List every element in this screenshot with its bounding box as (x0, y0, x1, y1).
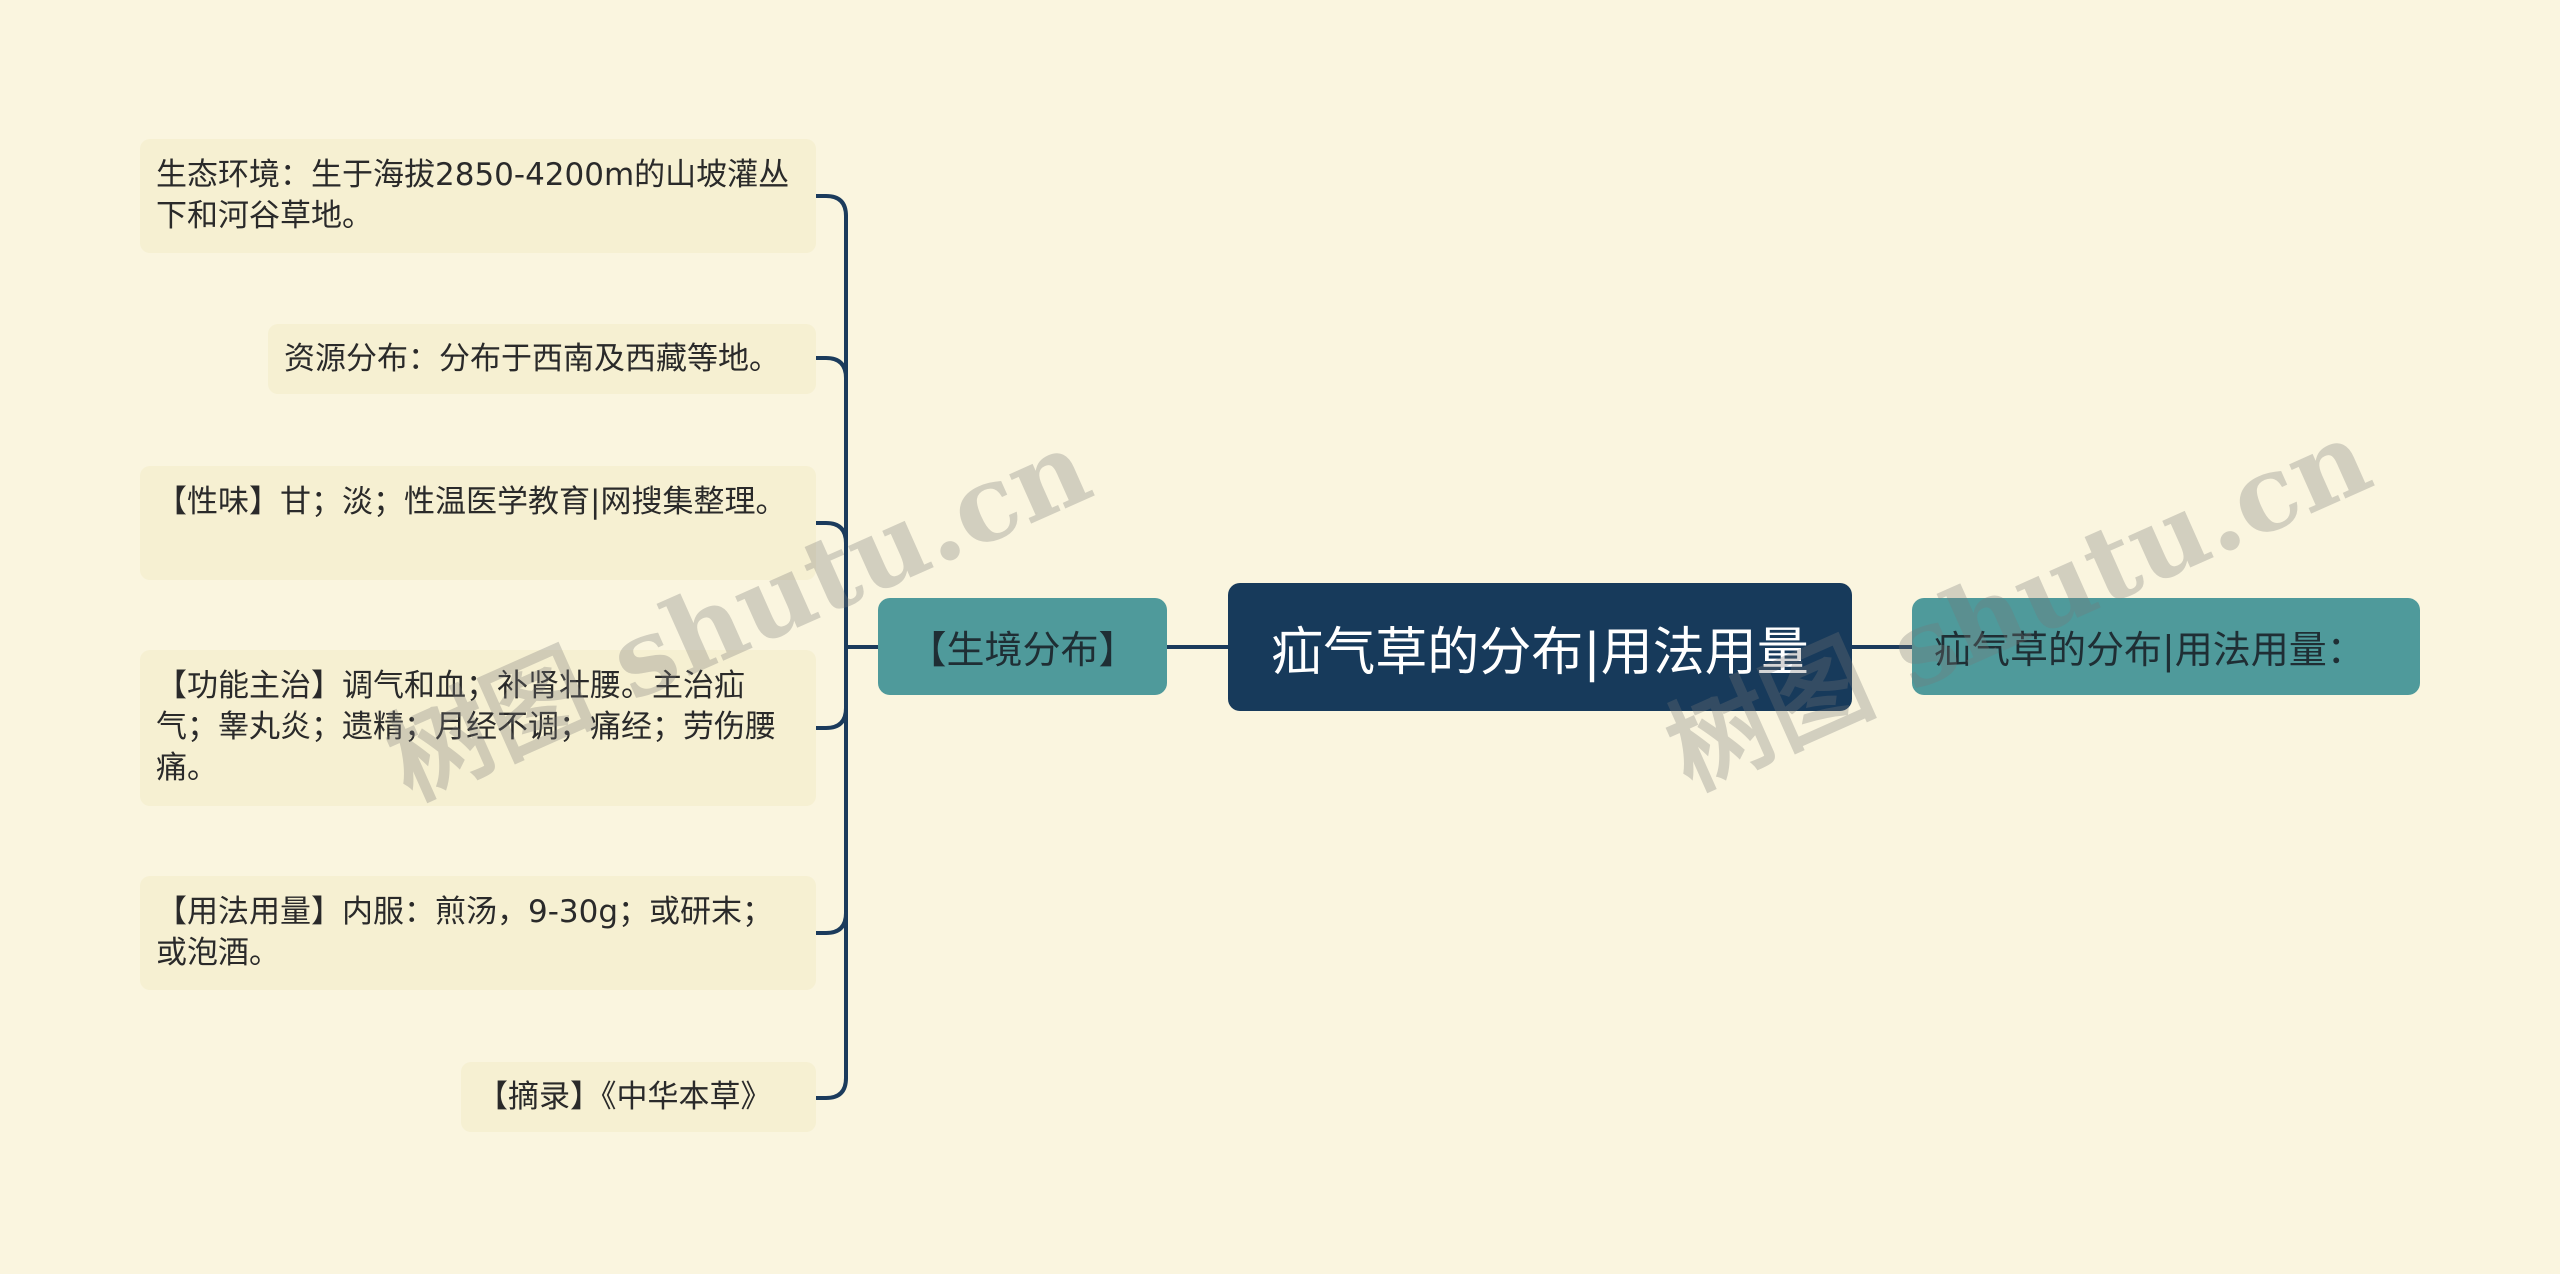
branch-label-habitat: 【生境分布】 (908, 628, 1137, 672)
leaf-text-nature: 【性味】甘；淡；性温医学教育|网搜集整理。 (156, 484, 787, 520)
leaf-node-dosage[interactable]: 【用法用量】内服：煎汤，9-30g；或研末；或泡酒。 (140, 876, 816, 990)
leaf-node-resources[interactable]: 资源分布：分布于西南及西藏等地。 (268, 324, 816, 394)
connector-leaf-4 (814, 706, 848, 730)
leaf-node-nature[interactable]: 【性味】甘；淡；性温医学教育|网搜集整理。 (140, 466, 816, 580)
root-label: 疝气草的分布|用法用量 (1271, 622, 1809, 683)
leaf-text-source: 【摘录】《中华本草》 (477, 1078, 772, 1115)
branch-node-usage[interactable]: 疝气草的分布|用法用量： (1912, 598, 2420, 695)
leaf-node-source[interactable]: 【摘录】《中华本草》 (461, 1062, 816, 1132)
connector-leaf-3 (814, 521, 848, 545)
connector-leaf-6 (814, 1076, 848, 1100)
leaf-node-ecology[interactable]: 生态环境：生于海拔2850-4200m的山坡灌丛下和河谷草地。 (140, 139, 816, 253)
connector-leaf-2 (814, 356, 848, 380)
root-node[interactable]: 疝气草的分布|用法用量 (1228, 583, 1852, 711)
leaf-text-ecology: 生态环境：生于海拔2850-4200m的山坡灌丛下和河谷草地。 (156, 157, 790, 234)
leaf-text-dosage: 【用法用量】内服：煎汤，9-30g；或研末；或泡酒。 (156, 894, 774, 971)
leaf-text-functions: 【功能主治】调气和血；补肾壮腰。主治疝气；睾丸炎；遗精；月经不调；痛经；劳伤腰痛… (156, 668, 776, 786)
connector-leaf-5 (814, 911, 848, 935)
branch-label-usage: 疝气草的分布|用法用量： (1934, 628, 2365, 672)
branch-node-habitat[interactable]: 【生境分布】 (878, 598, 1167, 695)
leaf-node-functions[interactable]: 【功能主治】调气和血；补肾壮腰。主治疝气；睾丸炎；遗精；月经不调；痛经；劳伤腰痛… (140, 650, 816, 806)
connector-leaf-1 (814, 194, 848, 218)
leaf-text-resources: 资源分布：分布于西南及西藏等地。 (284, 340, 780, 377)
